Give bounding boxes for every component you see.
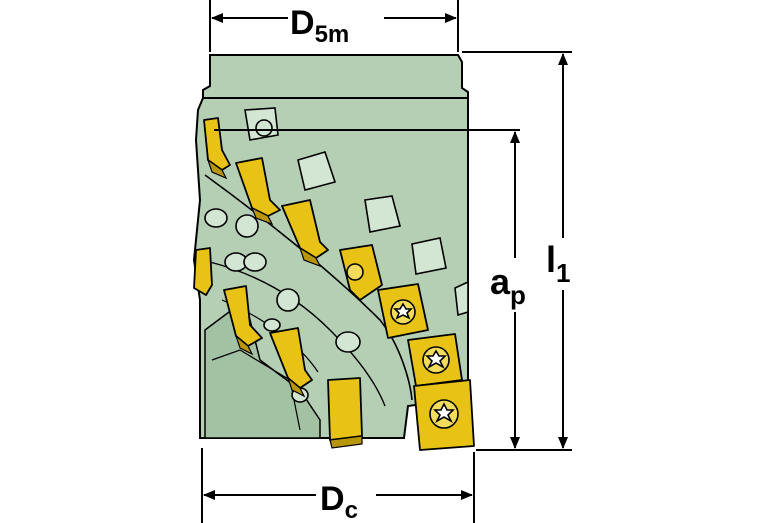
label-ap: ap bbox=[490, 261, 526, 310]
cutter-shank bbox=[202, 54, 469, 99]
torx-screw-1 bbox=[390, 299, 416, 325]
insert-shading bbox=[206, 158, 363, 449]
label-l1: l1 bbox=[546, 239, 570, 288]
insert-8 bbox=[327, 377, 363, 441]
insert-5 bbox=[193, 247, 213, 296]
label-d5m: D5m bbox=[290, 4, 349, 48]
torx-screw-3 bbox=[429, 399, 459, 429]
insert-4-screw bbox=[346, 263, 364, 281]
cutting-inserts bbox=[193, 117, 475, 451]
torx-screws bbox=[346, 263, 459, 429]
label-dc: Dc bbox=[320, 480, 358, 523]
pocket-holes bbox=[204, 107, 469, 403]
torx-screw-2 bbox=[422, 346, 450, 374]
